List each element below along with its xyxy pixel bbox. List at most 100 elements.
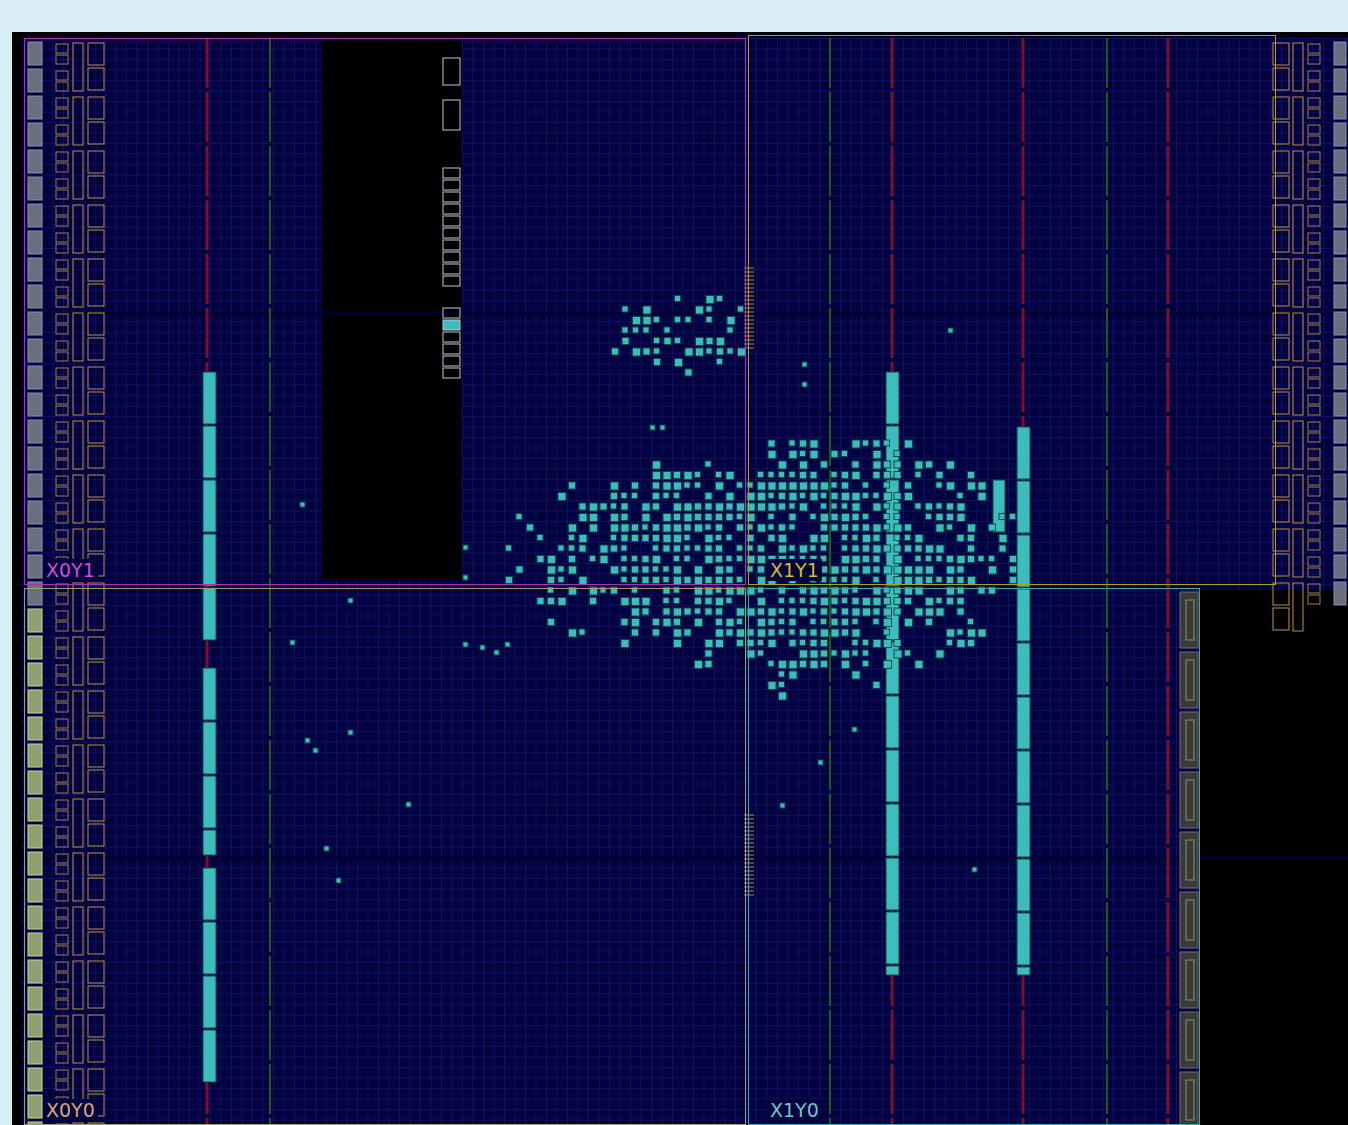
placed-cell — [727, 327, 733, 333]
placed-cell — [905, 566, 913, 574]
io-bank — [88, 1123, 104, 1125]
placed-cell — [915, 545, 922, 552]
placed-cell — [726, 514, 733, 521]
placed-cell — [664, 327, 670, 333]
placed-cell — [685, 369, 692, 376]
placed-cell — [663, 493, 669, 499]
io-bank — [88, 799, 104, 821]
placed-cell — [548, 619, 555, 626]
placed-cell — [590, 514, 598, 522]
placed-cell — [842, 514, 850, 522]
placed-cell — [779, 692, 787, 700]
placed-cell — [305, 738, 310, 743]
placed-cell — [758, 472, 764, 478]
placed-cell — [863, 440, 869, 446]
placed-cell — [684, 503, 692, 511]
placed-cell — [863, 640, 869, 646]
dsp-column — [269, 38, 271, 1125]
region-label: X0Y1 — [43, 559, 98, 581]
io-pad — [28, 1068, 42, 1091]
used-ram-site — [203, 480, 216, 532]
placed-cell — [802, 382, 807, 387]
io-bank — [73, 367, 83, 415]
placed-cell — [894, 577, 902, 585]
gt-channel — [1186, 900, 1194, 940]
placed-cell — [675, 338, 681, 344]
io-bank — [88, 284, 104, 306]
io-logic — [1308, 125, 1320, 134]
placed-cell — [611, 545, 618, 552]
io-logic — [56, 881, 68, 890]
placed-cell — [622, 338, 629, 345]
placed-cell — [884, 545, 891, 552]
used-ram-site — [886, 696, 899, 748]
io-pad — [28, 366, 42, 389]
used-ram-site — [1017, 427, 1030, 479]
placed-cell — [738, 306, 744, 312]
gt-quad — [1180, 832, 1198, 888]
io-logic — [56, 1016, 68, 1025]
io-pad — [28, 231, 42, 254]
placed-cell — [800, 661, 807, 668]
placed-cell — [590, 556, 596, 562]
placed-cell — [726, 503, 733, 510]
placed-cell — [695, 482, 701, 488]
io-logic — [56, 487, 68, 496]
io-pad — [28, 933, 42, 956]
placed-cell — [780, 803, 785, 808]
placed-cell — [884, 440, 890, 446]
placed-cell — [726, 629, 733, 636]
placed-cell — [463, 545, 468, 550]
used-ram-site — [203, 534, 216, 586]
placed-cell — [717, 359, 723, 365]
io-pad — [1334, 96, 1346, 119]
placed-cell — [706, 348, 712, 354]
used-ram-site — [203, 976, 216, 1028]
gt-channel — [1186, 660, 1194, 700]
placed-cell — [696, 306, 704, 314]
io-bank — [88, 475, 104, 497]
placed-cell — [674, 472, 681, 479]
placed-cell — [852, 493, 860, 501]
placed-cell — [579, 535, 587, 543]
placed-cell — [643, 306, 651, 314]
placed-cell — [905, 619, 913, 627]
placed-cell — [968, 629, 976, 637]
placed-cell — [642, 598, 650, 606]
placed-cell — [716, 535, 722, 541]
placed-cell — [642, 503, 650, 511]
placed-cell — [569, 535, 575, 541]
io-logic — [1308, 379, 1320, 388]
placed-cell — [611, 503, 617, 509]
placed-cell — [947, 598, 954, 605]
placed-cell — [884, 461, 891, 468]
io-logic — [56, 1081, 68, 1090]
placed-cell — [779, 598, 785, 604]
io-pad — [1334, 339, 1346, 362]
placed-cell — [758, 598, 766, 606]
placed-cell — [936, 472, 943, 479]
placed-cell — [737, 640, 744, 647]
placed-cell — [768, 524, 774, 530]
io-bank — [73, 583, 83, 631]
placed-cell — [758, 577, 766, 585]
io-pad — [28, 744, 42, 767]
used-ram-site — [203, 372, 216, 424]
io-logic — [56, 260, 68, 269]
placed-cell — [936, 503, 942, 509]
used-ram-site — [1017, 643, 1030, 695]
placed-cell — [1010, 556, 1017, 563]
placed-cell — [758, 503, 766, 511]
region-label: X1Y0 — [767, 1099, 822, 1121]
placed-cell — [579, 629, 585, 635]
placed-cell — [642, 577, 649, 584]
placed-cell — [685, 348, 693, 356]
io-logic — [56, 811, 68, 820]
gt-channel — [1186, 600, 1194, 640]
placed-cell — [873, 503, 881, 511]
io-bank — [73, 907, 83, 955]
placed-cell — [758, 493, 766, 501]
placed-cell — [505, 642, 510, 647]
placed-cell — [810, 619, 816, 625]
placed-cell — [705, 640, 713, 648]
